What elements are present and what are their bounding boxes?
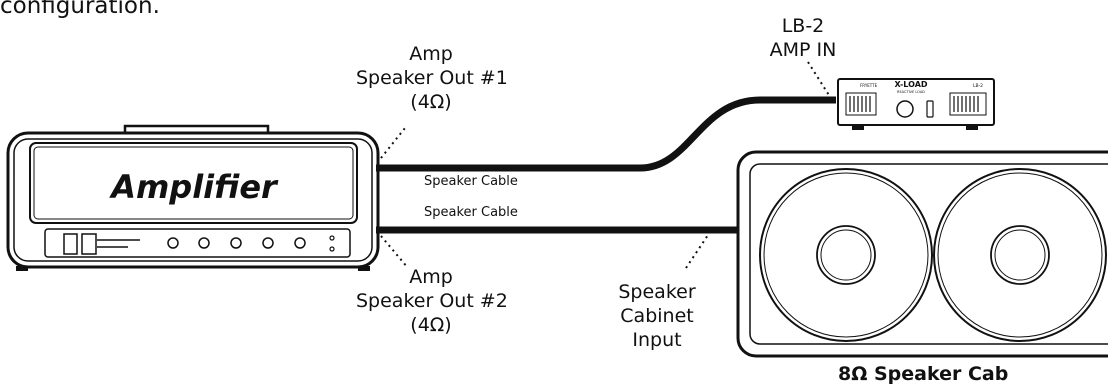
loadbox-right-vent: [949, 92, 987, 116]
leader-out2: [380, 235, 409, 269]
label-lb2-line-1: LB-2: [781, 15, 825, 37]
cable-label-lower: Speaker Cable: [424, 205, 518, 220]
label-cabinet-input-line-2: Cabinet: [620, 305, 694, 327]
loadbox-brand: X-LOAD: [894, 80, 927, 89]
loadbox-subtitle: REACTIVE LOAD: [897, 90, 925, 94]
speaker-cabinet: [736, 150, 1108, 358]
leader-cab-input: [685, 228, 713, 269]
label-amp-out-1: Amp Speaker Out #1 (4Ω): [356, 42, 508, 114]
speaker-cone-right: [933, 168, 1107, 342]
label-cabinet-input: Speaker Cabinet Input: [602, 280, 712, 352]
loadbox-left-vent: [845, 92, 877, 116]
loadbox-switch: [926, 100, 934, 118]
amp-handle: [123, 124, 270, 134]
label-cabinet-input-line-3: Input: [632, 329, 682, 351]
amp-brand-logo: Amplifier: [108, 168, 279, 206]
intro-text-fragment: configuration.: [0, 0, 160, 19]
loadbox-knob: [896, 100, 914, 118]
cable-label-upper: Speaker Cable: [424, 174, 518, 189]
label-amp-out-1-line-2: Speaker Out #1: [356, 67, 508, 89]
speaker-cone-left: [759, 168, 933, 342]
leader-lb2: [807, 61, 833, 101]
label-amp-out-2-line-3: (4Ω): [410, 314, 452, 336]
cable-to-loadbox: [376, 96, 836, 172]
loadbox-maker: FRYETTE: [860, 83, 878, 88]
loadbox-model: LB-2: [973, 83, 983, 89]
leader-out1: [380, 127, 406, 159]
label-cabinet-input-line-1: Speaker: [618, 281, 696, 303]
label-amp-out-1-line-1: Amp: [409, 43, 453, 65]
cabinet-title: 8Ω Speaker Cab: [838, 363, 1009, 385]
lb2-loadbox: FRYETTE X-LOAD REACTIVE LOAD LB-2: [837, 78, 995, 130]
label-amp-out-2-line-2: Speaker Out #2: [356, 290, 508, 312]
label-amp-out-2: Amp Speaker Out #2 (4Ω): [356, 265, 508, 337]
label-amp-out-2-line-1: Amp: [409, 266, 453, 288]
label-lb2-amp-in: LB-2 AMP IN: [748, 14, 858, 62]
amplifier-head: Amplifier: [6, 124, 380, 271]
label-amp-out-1-line-3: (4Ω): [410, 91, 452, 113]
label-lb2-line-2: AMP IN: [769, 39, 837, 61]
